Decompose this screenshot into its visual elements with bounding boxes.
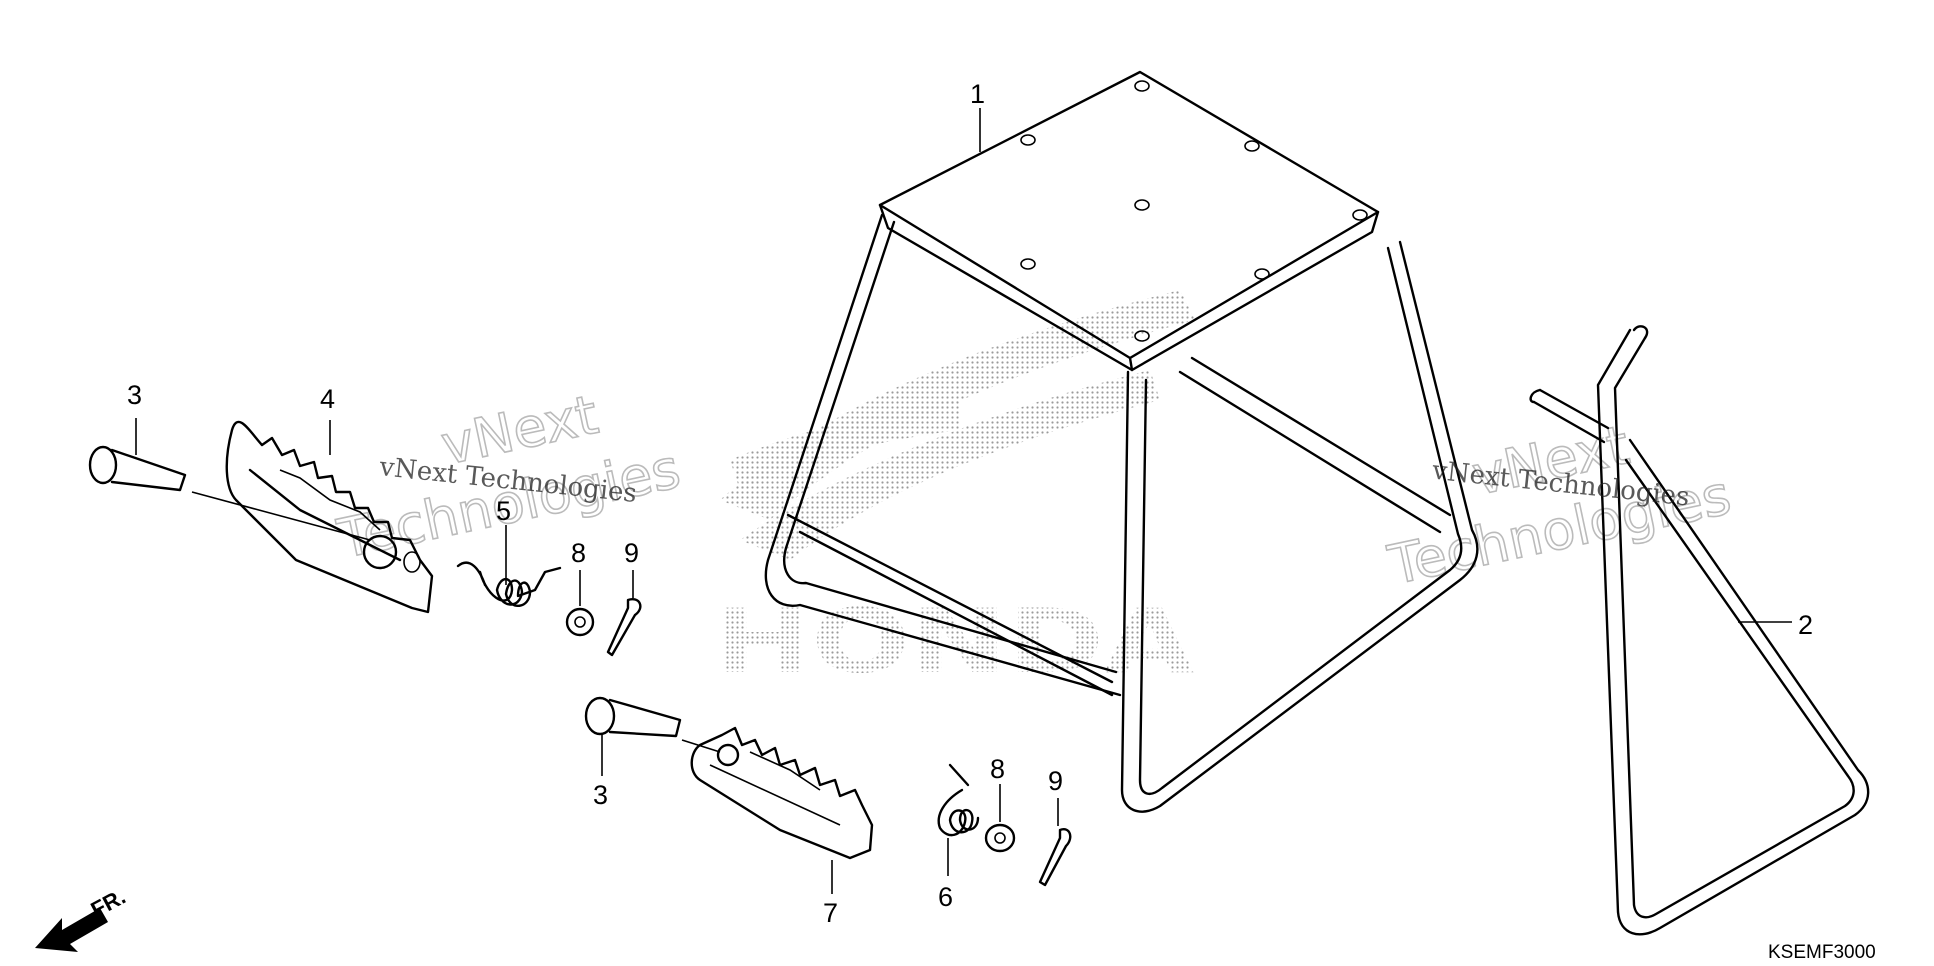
diagram-code: KSEMF3000 bbox=[1768, 942, 1876, 963]
honda-brand-text: HONDA bbox=[714, 590, 1194, 693]
callout-1: 1 bbox=[970, 79, 985, 109]
callout-9-upper: 9 bbox=[624, 538, 639, 568]
callout-6: 6 bbox=[938, 882, 953, 912]
part-8-washer-upper bbox=[565, 607, 595, 637]
part-4-footpeg-upper bbox=[225, 420, 434, 614]
part-3-pin-upper bbox=[88, 445, 371, 541]
callout-8-upper: 8 bbox=[571, 538, 586, 568]
callout-9-lower: 9 bbox=[1048, 766, 1063, 796]
callout-2: 2 bbox=[1798, 610, 1813, 640]
part-9-cotter-pin-upper bbox=[606, 598, 642, 657]
callout-3-lower: 3 bbox=[593, 780, 608, 810]
front-direction-arrow: FR. bbox=[35, 884, 130, 952]
honda-wing-watermark: HONDA bbox=[714, 290, 1195, 693]
callout-5: 5 bbox=[496, 496, 511, 526]
part-8-washer-lower bbox=[984, 823, 1016, 853]
leader-lines bbox=[135, 108, 1792, 894]
callout-4: 4 bbox=[320, 384, 335, 414]
footpeg-assembly-upper bbox=[88, 420, 642, 657]
callout-3-upper: 3 bbox=[127, 380, 142, 410]
callout-7: 7 bbox=[823, 898, 838, 928]
part-7-footpeg-lower bbox=[690, 726, 874, 860]
callout-8-lower: 8 bbox=[990, 754, 1005, 784]
part-5-spring bbox=[456, 561, 562, 607]
part-9-cotter-pin-lower bbox=[1038, 828, 1072, 887]
footpeg-assembly-lower bbox=[584, 696, 1072, 887]
part-2-lift-arm bbox=[1529, 325, 1870, 936]
part-1-stand bbox=[764, 70, 1479, 813]
part-3-pin-lower bbox=[584, 696, 721, 753]
part-6-spring bbox=[937, 763, 980, 837]
